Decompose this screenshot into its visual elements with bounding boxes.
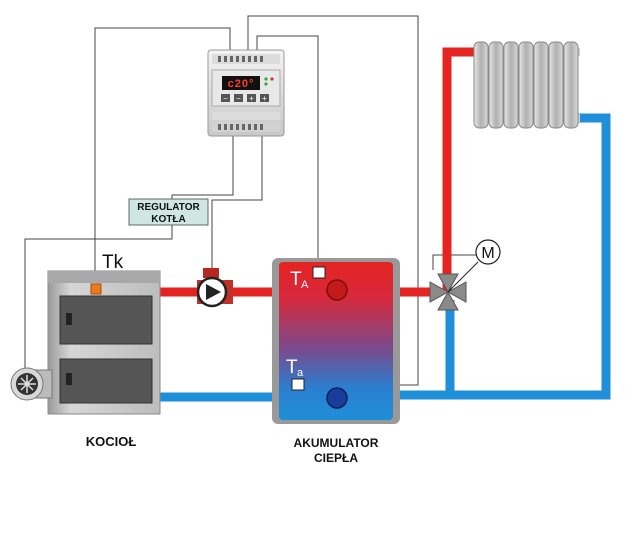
- pipes: [160, 47, 611, 402]
- plus-button-2[interactable]: [260, 94, 269, 102]
- minus-button-1[interactable]: [221, 94, 230, 102]
- hot-pipe-riser: [442, 47, 478, 292]
- accumulator-label-line2: CIEPŁA: [314, 451, 358, 465]
- tank-sensor-bottom: [291, 378, 305, 391]
- radiator: [473, 41, 580, 129]
- controller-display: [222, 76, 260, 90]
- accumulator-label-line1: AKUMULATOR: [294, 436, 379, 450]
- cold-pipe-return: [395, 113, 611, 400]
- tank-sensor-bottom-sub: a: [297, 367, 304, 379]
- controller-unit: c20° − − + +: [207, 49, 285, 137]
- tank-sensor-top-label: T: [290, 269, 302, 290]
- circulation-pump-icon: [196, 268, 233, 308]
- tank-sensor-top: [312, 266, 326, 279]
- valve-motor: [475, 239, 501, 265]
- heat-accumulator: T A T a AKUMULATOR CIEPŁA: [272, 258, 400, 465]
- tank-sensor-bottom-label: T: [286, 357, 298, 378]
- svg-text:−: −: [236, 94, 241, 103]
- boiler-regulator: REGULATOR KOTŁA: [128, 198, 209, 226]
- tank-lower-port: [326, 387, 348, 409]
- boiler: Tk KOCIOŁ: [47, 252, 161, 449]
- minus-button-2[interactable]: [234, 94, 243, 102]
- boiler-upper-door: [59, 295, 153, 345]
- svg-text:−: −: [223, 94, 228, 103]
- tank-upper-port: [326, 279, 348, 301]
- regulator-label-line2: KOTŁA: [151, 214, 185, 225]
- display-readout: c20°: [228, 78, 255, 90]
- boiler-sensor-label: Tk: [102, 252, 124, 273]
- controller-buttons: − − + +: [221, 94, 269, 103]
- svg-text:+: +: [262, 94, 267, 103]
- tank-sensor-top-sub: A: [301, 279, 309, 291]
- valve-motor-label: M: [481, 245, 494, 262]
- blower-fan-icon: [10, 367, 53, 401]
- mixing-valve-icon: M: [429, 239, 501, 311]
- boiler-label: KOCIOŁ: [86, 434, 137, 449]
- boiler-lower-door: [59, 358, 153, 404]
- plus-button-1[interactable]: [247, 94, 256, 102]
- svg-text:+: +: [249, 94, 254, 103]
- boiler-sensor-tk: [90, 283, 102, 295]
- regulator-label-line1: REGULATOR: [137, 202, 200, 213]
